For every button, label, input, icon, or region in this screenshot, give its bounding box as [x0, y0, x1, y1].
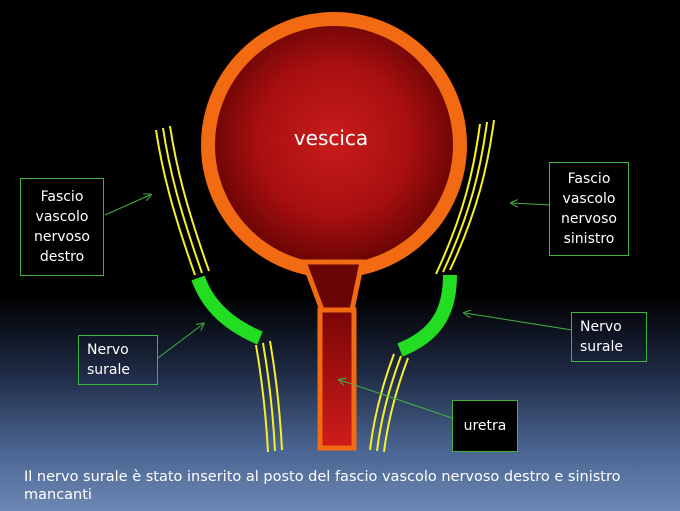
label-fascio-destro-line-3: nervoso [34, 229, 90, 245]
label-fascio-destro: Fascio vascolo nervoso destro [20, 178, 104, 276]
label-nervo-surale-left-line-1: Nervo [87, 342, 129, 358]
arrow-nervo-surale-left [157, 324, 203, 359]
label-fascio-sinistro-line-1: Fascio [567, 171, 611, 187]
label-uretra: uretra [452, 400, 518, 452]
arrow-nervo-surale-right [465, 313, 573, 331]
label-fascio-sinistro: Fascio vascolo nervoso sinistro [549, 162, 629, 256]
label-nervo-surale-right: Nervo surale [571, 312, 647, 362]
label-nervo-surale-right-line-1: Nervo [580, 319, 622, 335]
right-sural-graft [397, 274, 457, 357]
bladder-label: vescica [293, 126, 369, 150]
label-nervo-surale-left-line-2: surale [87, 362, 131, 378]
arrow-fascio-destro [104, 195, 150, 216]
pointer-arrows [104, 195, 573, 419]
label-nervo-surale-right-line-2: surale [580, 339, 624, 355]
bladder-neck [300, 259, 366, 313]
left-neurovascular-bundle-upper [155, 125, 210, 276]
label-uretra-text: uretra [463, 418, 507, 434]
label-fascio-sinistro-line-2: vascolo [562, 191, 616, 207]
label-fascio-destro-line-1: Fascio [40, 189, 84, 205]
right-neurovascular-bundle-upper [435, 119, 495, 275]
urethra-tube [317, 307, 357, 451]
label-fascio-sinistro-line-3: nervoso [561, 211, 617, 227]
label-fascio-destro-line-2: vascolo [35, 209, 89, 225]
label-fascio-sinistro-line-4: sinistro [563, 231, 615, 247]
arrow-uretra [340, 380, 453, 419]
label-fascio-destro-line-4: destro [39, 249, 85, 265]
caption: Il nervo surale è stato inserito al post… [24, 469, 621, 503]
left-sural-graft [191, 275, 263, 345]
label-nervo-surale-left: Nervo surale [78, 335, 158, 385]
bladder [201, 12, 467, 451]
left-neurovascular-bundle-lower [255, 340, 283, 453]
right-neurovascular-bundle-lower [369, 353, 409, 453]
arrow-fascio-sinistro [512, 203, 551, 205]
